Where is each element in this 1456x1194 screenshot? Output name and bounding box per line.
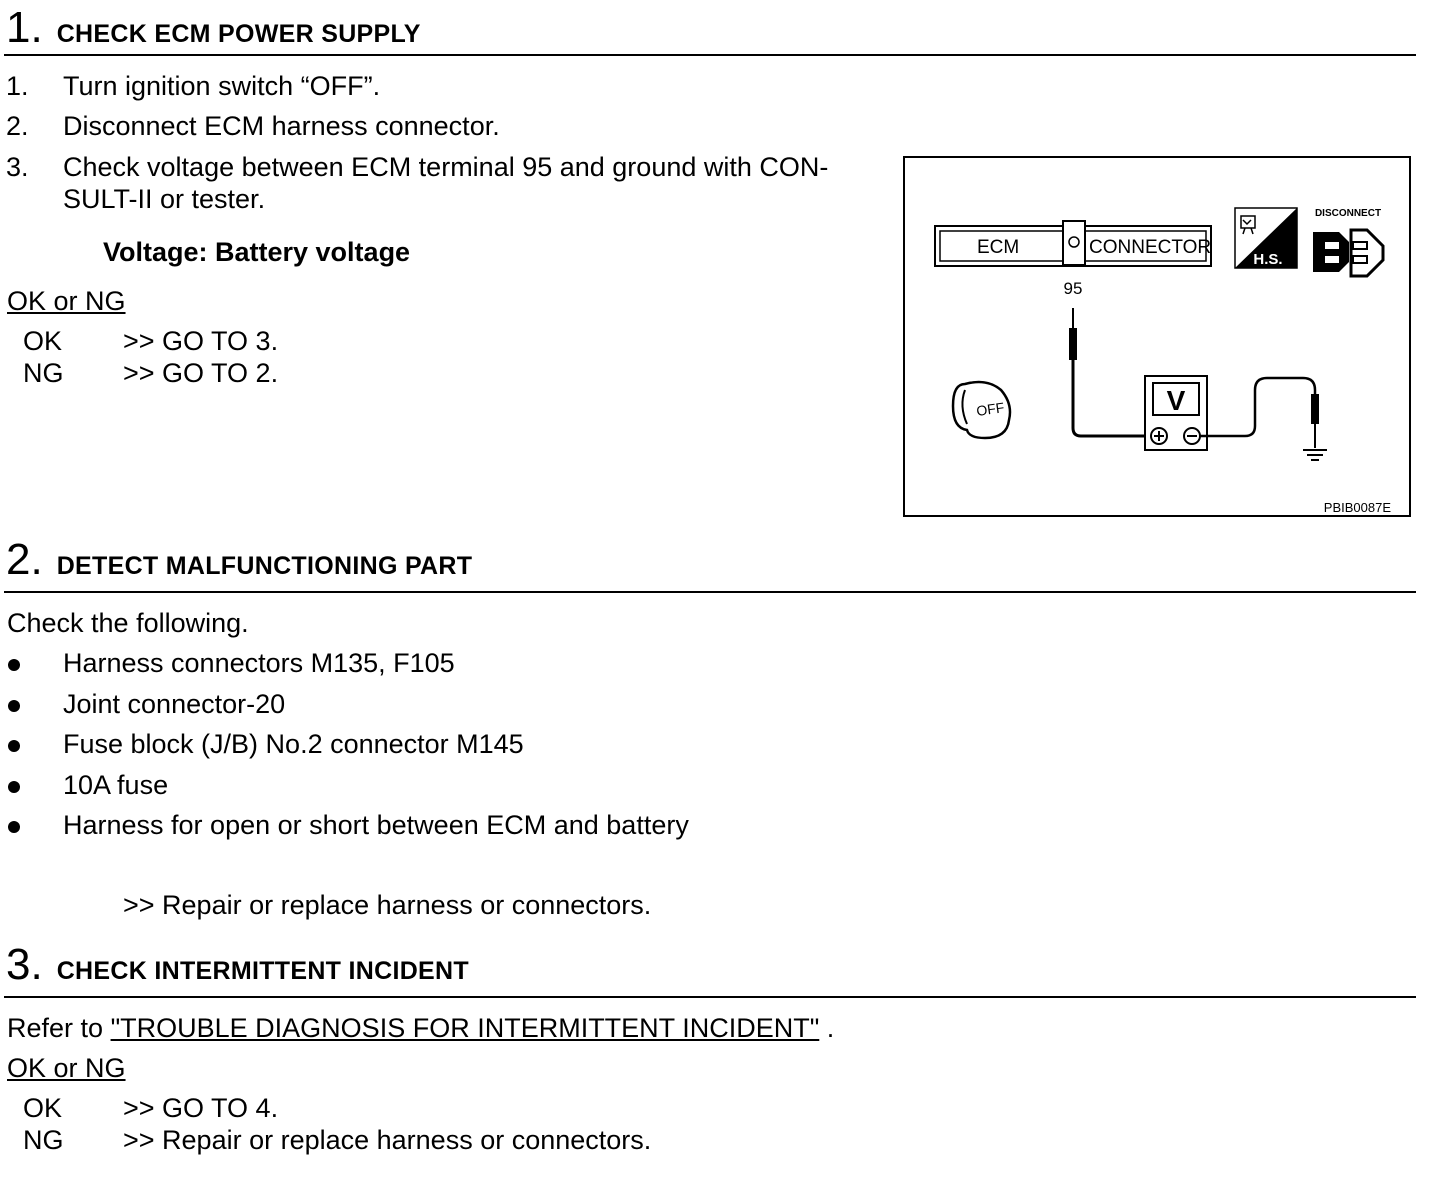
hs-icon: H.S. — [1234, 207, 1298, 269]
repair-action: >> Repair or replace harness or connecto… — [123, 890, 652, 920]
list-item: Fuse block (J/B) No.2 connector M145 — [63, 729, 524, 759]
list-number: 1. — [6, 71, 29, 101]
wiring-diagram-svg: ECM CONNECTOR H.S. DISCONNECT 95 — [934, 207, 1392, 515]
step-2-heading: 2. DETECT MALFUNCTIONING PART — [6, 538, 472, 582]
result-label-ng: NG — [23, 1125, 64, 1155]
step-1-heading: 1. CHECK ECM POWER SUPPLY — [6, 6, 421, 50]
list-item: Harness connectors M135, F105 — [63, 648, 455, 678]
disconnect-icon: DISCONNECT — [1313, 208, 1385, 278]
result-action-ng: >> GO TO 2. — [123, 358, 279, 388]
terminal-number: 95 — [1064, 279, 1083, 298]
list-item: Disconnect ECM harness connector. — [63, 111, 500, 141]
divider — [4, 54, 1416, 56]
list-item: Joint connector-20 — [63, 689, 286, 719]
ignition-key-icon: OFF — [951, 380, 1012, 440]
intro-text: Check the following. — [7, 608, 249, 638]
probe-red — [1069, 328, 1077, 360]
ecm-connector: ECM CONNECTOR — [934, 220, 1212, 267]
list-item: Turn ignition switch “OFF”. — [63, 71, 381, 101]
voltmeter-icon: V — [1144, 375, 1208, 451]
refer-prefix: Refer to — [7, 1013, 104, 1043]
bullet-icon — [8, 700, 20, 712]
connector-left-label: ECM — [977, 237, 1019, 258]
figure-code: PBIB0087E — [1324, 500, 1392, 515]
list-item: Harness for open or short between ECM an… — [63, 810, 689, 840]
result-action-ok: >> GO TO 3. — [123, 326, 279, 356]
result-label-ng: NG — [23, 358, 64, 388]
wiring-diagram: ECM CONNECTOR H.S. DISCONNECT 95 — [903, 156, 1411, 517]
step-number: 2. — [6, 535, 43, 584]
divider — [4, 591, 1416, 593]
result-heading: OK or NG — [7, 286, 126, 316]
voltmeter-label: V — [1167, 385, 1186, 416]
hs-label: H.S. — [1253, 251, 1282, 268]
bullet-icon — [8, 740, 20, 752]
result-heading: OK or NG — [7, 1053, 126, 1083]
result-label-ok: OK — [23, 1093, 63, 1123]
list-item-continuation: SULT-II or tester. — [63, 184, 266, 214]
disconnect-label: DISCONNECT — [1315, 208, 1381, 219]
step-3-heading: 3. CHECK INTERMITTENT INCIDENT — [6, 943, 469, 987]
list-item: 10A fuse — [63, 770, 169, 800]
bullet-icon — [8, 821, 20, 833]
spec-value: Voltage: Battery voltage — [103, 237, 411, 267]
refer-text: Refer to "TROUBLE DIAGNOSIS FOR INTERMIT… — [7, 1012, 834, 1044]
ground-icon — [1303, 449, 1327, 461]
refer-suffix: . — [826, 1013, 835, 1043]
step-title: CHECK ECM POWER SUPPLY — [56, 20, 421, 48]
list-number: 3. — [6, 152, 29, 182]
divider — [4, 996, 1416, 998]
step-title: CHECK INTERMITTENT INCIDENT — [56, 957, 469, 985]
list-number: 2. — [6, 111, 29, 141]
bullet-icon — [8, 659, 20, 671]
bullet-icon — [8, 781, 20, 793]
result-action-ok: >> GO TO 4. — [123, 1093, 279, 1123]
result-label-ok: OK — [23, 326, 63, 356]
connector-right-label: CONNECTOR — [1089, 237, 1211, 258]
result-action-ng: >> Repair or replace harness or connecto… — [123, 1125, 652, 1155]
key-off-label: OFF — [975, 399, 1005, 419]
list-item: Check voltage between ECM terminal 95 an… — [63, 152, 829, 182]
step-number: 3. — [6, 940, 43, 989]
trouble-diagnosis-link[interactable]: "TROUBLE DIAGNOSIS FOR INTERMITTENT INCI… — [110, 1013, 820, 1043]
step-title: DETECT MALFUNCTIONING PART — [56, 552, 473, 580]
step-number: 1. — [6, 3, 43, 52]
probe-black — [1311, 394, 1319, 424]
